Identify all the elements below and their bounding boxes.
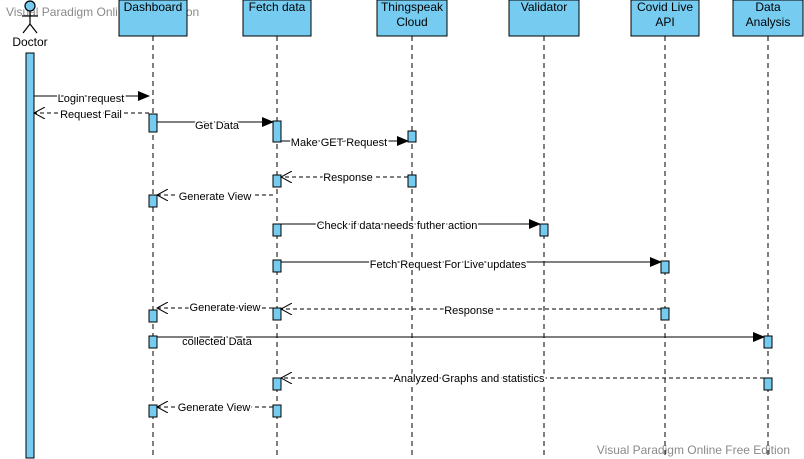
actor-activation-bar <box>25 52 35 459</box>
activation-dashboard <box>148 404 158 418</box>
message-label: Check if data needs futher action <box>317 220 478 232</box>
message-label: Generate View <box>178 402 251 414</box>
lifeline-label: Thingspeak <box>381 0 444 14</box>
activation-thingspeak <box>407 174 417 188</box>
message-4[interactable]: Make GET Request <box>281 136 409 151</box>
activation-fetch <box>272 307 282 321</box>
activation-fetch <box>272 120 282 143</box>
lifeline-label: Validator <box>521 0 567 14</box>
message-11[interactable]: collected Data <box>157 332 765 350</box>
message-label: Analyzed Graphs and statistics <box>393 373 545 385</box>
message-13[interactable]: Generate View <box>157 401 273 416</box>
activation-analysis <box>763 335 773 349</box>
activation-fetch <box>272 259 282 273</box>
message-label: collected Data <box>182 336 253 348</box>
message-1[interactable]: Login request <box>34 91 150 107</box>
lifeline-head-covid[interactable] <box>630 0 700 37</box>
doctor-actor: Doctor <box>12 0 48 459</box>
activation-dashboard <box>148 194 158 208</box>
lifeline-head-dashboard[interactable] <box>118 0 188 37</box>
message-6[interactable]: Generate View <box>157 191 273 205</box>
message-label: Response <box>323 172 373 184</box>
stick-figure-icon <box>22 0 38 34</box>
lifeline-label: Data <box>755 0 781 14</box>
message-label: Make GET Request <box>291 137 387 149</box>
message-12[interactable]: Analyzed Graphs and statistics <box>281 372 764 387</box>
activation-validator <box>539 223 549 237</box>
message-label: Fetch Request For Live updates <box>370 259 527 271</box>
message-3[interactable]: Get Data <box>157 117 274 134</box>
lifeline-head-analysis[interactable] <box>732 0 804 37</box>
lifeline-label: Analysis <box>746 15 791 29</box>
activation-covid <box>660 307 670 321</box>
lifeline-dashboard[interactable]: Dashboard <box>118 0 188 455</box>
lifeline-head-thingspeak[interactable] <box>376 0 448 37</box>
activation-dashboard <box>148 335 158 349</box>
message-8[interactable]: Fetch Request For Live updates <box>281 257 662 273</box>
message-2[interactable]: Request Fail <box>34 109 149 123</box>
lifeline-label: Fetch data <box>249 0 306 14</box>
lifeline-fetch[interactable]: Fetch data <box>242 0 312 455</box>
activation-covid <box>660 260 670 274</box>
message-10[interactable]: Generate view <box>157 301 273 316</box>
lifeline-label: Cloud <box>396 15 427 29</box>
lifeline-label: Covid Live <box>637 0 693 14</box>
activation-dashboard <box>148 113 158 133</box>
lifeline-label: API <box>655 15 674 29</box>
lifeline-head-validator[interactable] <box>508 0 580 37</box>
actor-label: Doctor <box>12 35 47 49</box>
message-label: Generate view <box>190 302 261 314</box>
activation-fetch <box>272 404 282 418</box>
message-label: Get Data <box>195 120 240 132</box>
message-label: Response <box>444 305 494 317</box>
message-9[interactable]: Response <box>281 305 661 319</box>
activation-analysis <box>763 377 773 391</box>
message-label: Login request <box>58 93 125 105</box>
lifeline-validator[interactable]: Validator <box>508 0 580 455</box>
activation-fetch <box>272 174 282 188</box>
activation-fetch <box>272 223 282 237</box>
activation-fetch <box>272 377 282 391</box>
lifeline-label: Dashboard <box>124 0 183 14</box>
watermark-bottom: Visual Paradigm Online Free Edition <box>596 443 790 457</box>
message-label: Request Fail <box>60 109 122 121</box>
message-5[interactable]: Response <box>281 171 408 186</box>
activation-thingspeak <box>407 130 417 143</box>
activation-dashboard <box>148 309 158 323</box>
message-label: Generate View <box>179 191 252 203</box>
message-7[interactable]: Check if data needs futher action <box>281 219 541 234</box>
